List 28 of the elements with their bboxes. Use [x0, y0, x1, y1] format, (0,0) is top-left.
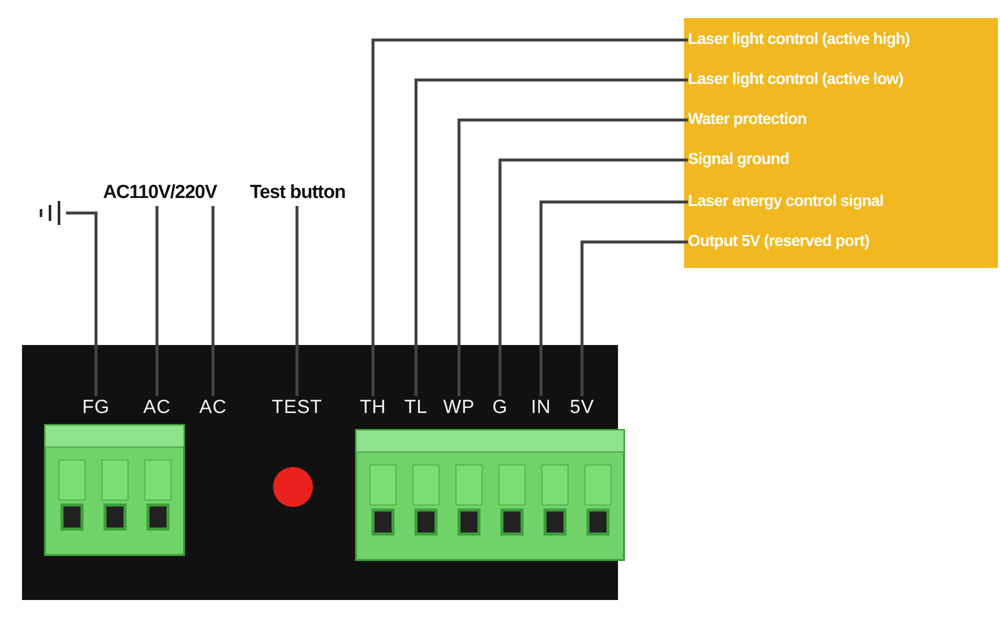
- leader-line: [458, 118, 688, 396]
- callout-label: AC110V/220V: [103, 180, 239, 206]
- callout-label: Laser light control (active high): [688, 28, 994, 52]
- terminal-label: IN: [524, 396, 558, 420]
- leader-line: [66, 212, 98, 396]
- callout-label: Laser light control (active low): [688, 68, 994, 92]
- callout-label: Test button: [250, 180, 370, 206]
- leader-line: [580, 240, 688, 396]
- callout-label: Output 5V (reserved port): [688, 230, 994, 254]
- leader-line: [296, 206, 298, 396]
- callout-label: Signal ground: [688, 148, 994, 172]
- terminal-label: TL: [400, 396, 432, 420]
- leader-line: [540, 200, 688, 396]
- callout-label: Water protection: [688, 108, 994, 132]
- terminal-label: G: [488, 396, 512, 420]
- leader-line: [212, 206, 214, 396]
- leader-line: [414, 78, 688, 396]
- terminal-label: WP: [441, 396, 477, 420]
- terminal-label: AC: [195, 396, 231, 420]
- leader-line: [156, 206, 158, 396]
- terminal-label: 5V: [564, 396, 600, 420]
- callout-label: Laser energy control signal: [688, 190, 994, 214]
- terminal-label: AC: [139, 396, 175, 420]
- terminal-label: TH: [357, 396, 389, 420]
- terminal-label: FG: [78, 396, 114, 420]
- terminal-label: TEST: [266, 396, 328, 420]
- leader-line: [372, 38, 688, 396]
- leader-line: [498, 158, 688, 396]
